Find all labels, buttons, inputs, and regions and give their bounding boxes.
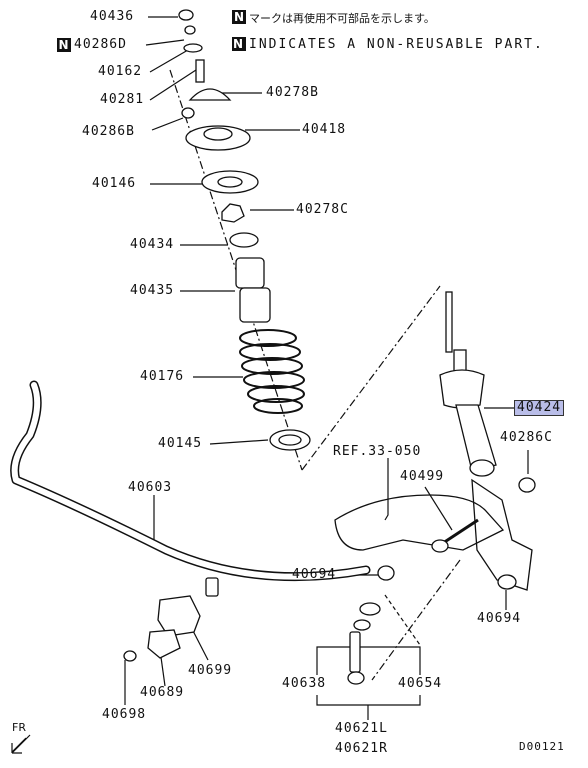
part-label-40146[interactable]: 40146 bbox=[92, 176, 137, 191]
diagram-code: D00121 bbox=[519, 740, 565, 753]
part-label-40278c[interactable]: 40278C bbox=[296, 202, 349, 217]
front-direction-label: FR bbox=[12, 721, 26, 734]
part-label-40694-link[interactable]: 40694 bbox=[292, 567, 337, 582]
part-label-40162[interactable]: 40162 bbox=[98, 64, 143, 79]
part-label-40286b[interactable]: 40286B bbox=[82, 124, 135, 139]
part-label-40603[interactable]: 40603 bbox=[128, 480, 173, 495]
legend-japanese-text: マークは再使用不可部品を示します。 bbox=[249, 12, 435, 25]
part-label-40176[interactable]: 40176 bbox=[140, 369, 185, 384]
part-label-40418[interactable]: 40418 bbox=[302, 122, 347, 137]
part-label-40499[interactable]: 40499 bbox=[400, 469, 445, 484]
part-label-40278b[interactable]: 40278B bbox=[266, 85, 319, 100]
part-label-40689[interactable]: 40689 bbox=[140, 685, 185, 700]
ref-label-33-050[interactable]: REF.33-050 bbox=[333, 444, 422, 459]
part-label-40694-arm[interactable]: 40694 bbox=[477, 611, 522, 626]
part-label-40424-highlighted[interactable]: 40424 bbox=[514, 400, 565, 416]
part-label-40281[interactable]: 40281 bbox=[100, 92, 145, 107]
part-label-40638[interactable]: 40638 bbox=[282, 676, 327, 691]
non-reusable-symbol: N bbox=[232, 37, 246, 51]
part-label-40145[interactable]: 40145 bbox=[158, 436, 203, 451]
part-label-40621r[interactable]: 40621R bbox=[335, 741, 388, 756]
part-label-40654[interactable]: 40654 bbox=[398, 676, 443, 691]
part-label-40434[interactable]: 40434 bbox=[130, 237, 175, 252]
part-label-40698[interactable]: 40698 bbox=[102, 707, 147, 722]
part-number: 40286D bbox=[74, 37, 127, 52]
part-label-40436[interactable]: 40436 bbox=[90, 9, 135, 24]
part-label-40621l[interactable]: 40621L bbox=[335, 721, 388, 736]
non-reusable-symbol: N bbox=[232, 10, 246, 24]
non-reusable-symbol: N bbox=[57, 38, 71, 52]
part-label-40286c[interactable]: 40286C bbox=[500, 430, 553, 445]
legend-english-text: INDICATES A NON-REUSABLE PART. bbox=[249, 37, 544, 52]
part-label-40435[interactable]: 40435 bbox=[130, 283, 175, 298]
part-label-40699[interactable]: 40699 bbox=[188, 663, 233, 678]
